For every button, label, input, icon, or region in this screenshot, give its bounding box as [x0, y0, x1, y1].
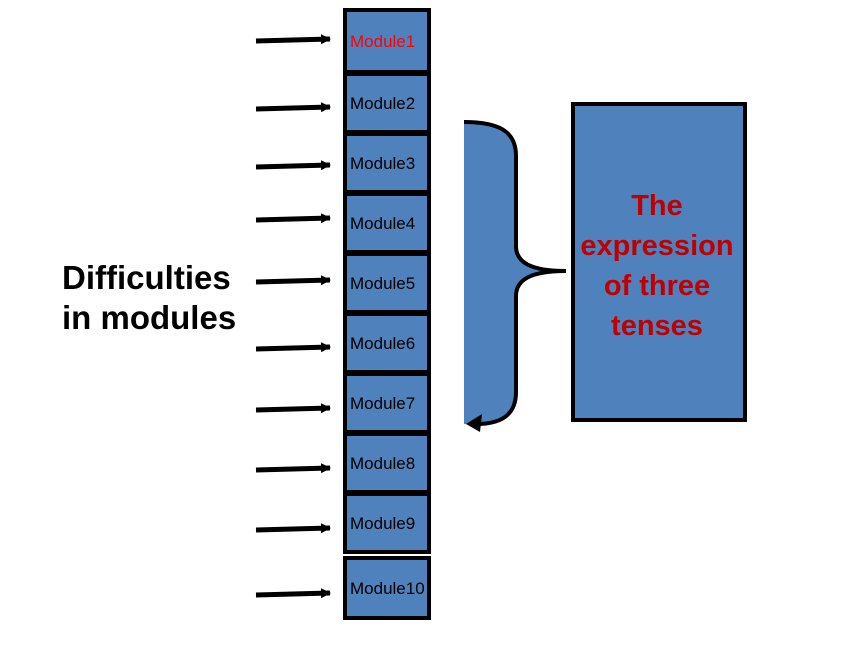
difficulties-label-line2: in modules: [62, 299, 237, 336]
module-input-arrow: [255, 463, 331, 474]
module-box-5: Module5: [343, 252, 431, 314]
module-label: Module5: [350, 273, 416, 293]
tenses-label-line1: The: [631, 190, 683, 222]
brace-arrowhead: [466, 414, 482, 432]
module-label: Module3: [350, 153, 416, 173]
module-input-arrow: [255, 275, 331, 286]
module-input-arrow: [255, 523, 331, 534]
grouping-brace-outline: [463, 120, 567, 426]
module-box-2: Module2: [343, 72, 431, 134]
module-label: Module4: [350, 213, 416, 233]
tenses-label-line3: of three: [603, 270, 711, 302]
module-box-8: Module8: [343, 432, 431, 494]
module-input-arrow: [255, 213, 331, 224]
module-box-6: Module6: [343, 312, 431, 374]
module-box-10: Module10: [343, 556, 431, 620]
difficulties-label-line1: Difficulties: [62, 259, 231, 296]
module-input-arrow: [255, 588, 331, 599]
tenses-label-line4: tenses: [611, 310, 703, 342]
module-label: Module7: [350, 393, 416, 413]
module-input-arrow: [255, 160, 331, 171]
module-label: Module2: [350, 93, 416, 113]
tenses-label: The expression of three tenses: [562, 186, 752, 346]
difficulties-label: Difficulties in modules: [62, 258, 236, 338]
module-input-arrow: [255, 403, 331, 414]
module-input-arrow: [255, 102, 331, 113]
module-label: Module8: [350, 453, 416, 473]
tenses-box: [571, 102, 747, 422]
module-box-3: Module3: [343, 132, 431, 194]
module-box-7: Module7: [343, 372, 431, 434]
module-input-arrow: [255, 34, 331, 45]
grouping-brace: [464, 122, 566, 424]
module-box-4: Module4: [343, 192, 431, 254]
module-box-1: Module1: [343, 8, 431, 74]
module-label: Module10: [350, 578, 425, 598]
module-input-arrow: [255, 342, 331, 353]
module-label: Module1: [350, 31, 416, 51]
module-label: Module9: [350, 513, 416, 533]
module-box-9: Module9: [343, 492, 431, 554]
tenses-label-line2: expression: [580, 230, 734, 262]
module-label: Module6: [350, 333, 416, 353]
